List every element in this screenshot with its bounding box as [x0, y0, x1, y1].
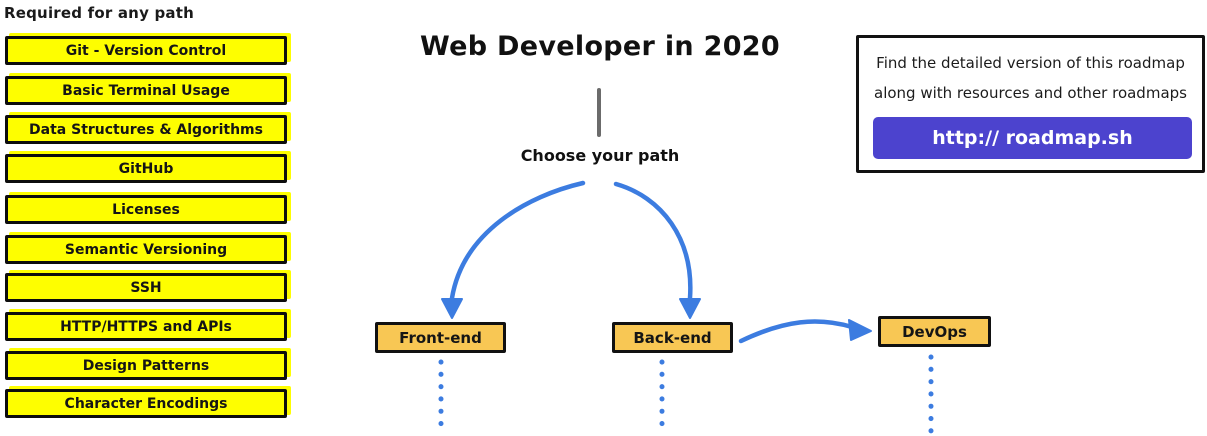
info-text-line-2: along with resources and other roadmaps [874, 84, 1187, 102]
required-item-semver[interactable]: Semantic Versioning [5, 235, 287, 264]
arrow-to-backend [613, 181, 693, 301]
required-item-ssh[interactable]: SSH [5, 273, 287, 302]
path-node-backend[interactable]: Back-end [612, 322, 733, 353]
roadmap-url-button[interactable]: http:// roadmap.sh [873, 117, 1192, 159]
path-node-frontend[interactable]: Front-end [375, 322, 506, 353]
info-box: Find the detailed version of this roadma… [856, 35, 1205, 173]
arrowhead-devops [848, 319, 872, 341]
required-item-char-encodings[interactable]: Character Encodings [5, 389, 287, 418]
page-title: Web Developer in 2020 [420, 31, 780, 62]
path-node-devops[interactable]: DevOps [878, 316, 991, 347]
arrow-to-frontend [449, 180, 586, 301]
required-item-licenses[interactable]: Licenses [5, 195, 287, 224]
arrowhead-frontend [441, 298, 463, 319]
title-divider-line [597, 88, 601, 137]
required-item-data-structures[interactable]: Data Structures & Algorithms [5, 115, 287, 144]
arrowhead-backend [679, 298, 701, 319]
required-section-title: Required for any path [4, 4, 194, 22]
choose-path-label: Choose your path [520, 146, 680, 165]
required-item-design-patterns[interactable]: Design Patterns [5, 351, 287, 380]
required-item-github[interactable]: GitHub [5, 154, 287, 183]
required-item-git[interactable]: Git - Version Control [5, 36, 287, 65]
required-item-http-apis[interactable]: HTTP/HTTPS and APIs [5, 312, 287, 341]
info-text-line-1: Find the detailed version of this roadma… [876, 54, 1185, 72]
arrow-to-devops [738, 319, 855, 344]
required-item-terminal[interactable]: Basic Terminal Usage [5, 76, 287, 105]
